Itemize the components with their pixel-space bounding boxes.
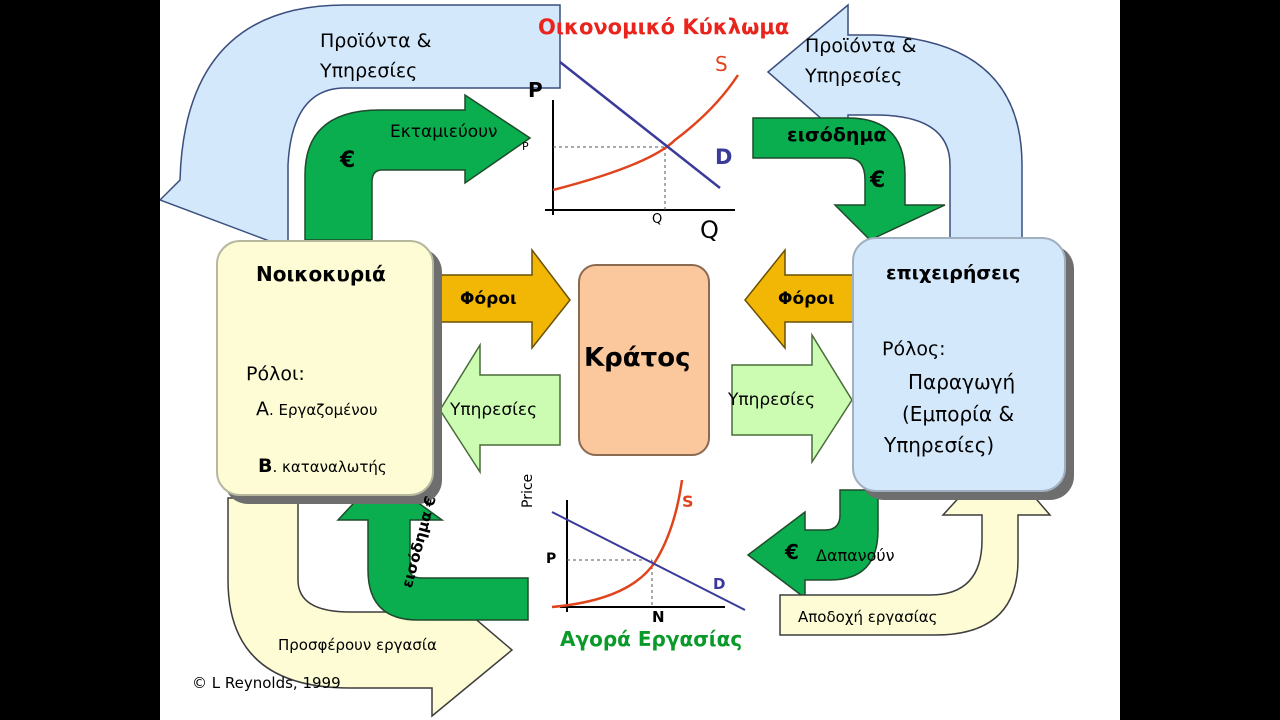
offer-labour-arrow (227, 497, 514, 718)
labour-eq-qty-label: N (652, 608, 665, 626)
product-demand-label: D (715, 145, 733, 169)
tax-arrow-right (744, 247, 856, 351)
businesses-title: επιχειρήσεις (886, 262, 1021, 284)
households-roles-label: Ρόλοι: (246, 363, 305, 385)
income-top-label: εισόδημα (787, 124, 887, 146)
role-b-text: . καταναλωτής (272, 458, 387, 476)
labour-market-title: Αγορά Εργασίας (560, 627, 743, 651)
income-arrow-top (752, 117, 946, 241)
diagram-canvas (160, 3, 1052, 718)
households-title: Νοικοκυριά (256, 262, 386, 286)
accept-labour-arrow (779, 453, 1052, 636)
products-left-line2: Υπηρεσίες (320, 60, 418, 82)
state-label: Κράτος (584, 343, 691, 373)
labour-demand-curve (551, 511, 746, 611)
businesses-role-label: Ρόλος: (882, 338, 946, 360)
product-eq-price-label: P (522, 140, 529, 153)
product-market-chart (545, 61, 740, 215)
euro-left-icon: € (340, 148, 356, 173)
euro-right-icon: € (870, 168, 886, 193)
labour-supply-label: S (682, 492, 694, 511)
diagram-title: Οικονομικό Κύκλωμα (538, 15, 790, 39)
businesses-box (852, 237, 1066, 492)
households-role-b: Β. καταναλωτής (258, 455, 387, 477)
labour-market-chart (551, 479, 746, 612)
businesses-role-line1: Παραγωγή (908, 370, 1016, 394)
spend-bottom-label: Δαπανούν (816, 546, 895, 565)
product-eq-qty-label: Q (652, 212, 663, 227)
services-arrow-left (439, 342, 561, 475)
households-role-a: Α. Εργαζομένου (256, 398, 378, 420)
offer-labour-label: Προσφέρουν εργασία (278, 636, 437, 654)
accept-labour-label: Αποδοχή εργασίας (798, 608, 938, 626)
labour-eq-price-label: P (546, 551, 557, 567)
services-left-label: Υπηρεσίες (450, 400, 538, 420)
labour-demand-label: D (713, 575, 726, 593)
tax-arrow-left (437, 247, 571, 351)
spend-bottom-euro-icon: € (785, 540, 799, 564)
products-left-line1: Προϊόντα & (320, 30, 432, 52)
labour-y-label: Price (520, 473, 536, 508)
products-right-line1: Προϊόντα & (805, 35, 917, 57)
products-right-line2: Υπηρεσίες (805, 65, 903, 87)
services-arrow-right (731, 332, 853, 465)
products-arrow-left (160, 4, 561, 250)
product-supply-label: S (715, 52, 728, 76)
businesses-role-line3: Υπηρεσίες) (884, 433, 995, 457)
services-right-label: Υπηρεσίες (728, 390, 816, 410)
taxes-left-label: Φόροι (460, 289, 517, 309)
copyright: © L Reynolds, 1999 (192, 674, 341, 692)
product-demand-curve (559, 61, 721, 189)
households-box (216, 240, 434, 496)
taxes-right-label: Φόροι (778, 289, 835, 309)
spend-top-label: Εκταμιεύουν (390, 122, 498, 142)
product-x-label: Q (700, 216, 719, 244)
products-arrow-right (766, 3, 1023, 241)
role-a-text: . Εργαζομένου (269, 401, 378, 419)
role-a-letter: Α (256, 398, 269, 420)
slide: Οικονομικό Κύκλωμα Προϊόντα & Υπηρεσίες … (160, 0, 1120, 720)
spend-arrow-bottom (746, 489, 879, 600)
labour-supply-curve (551, 479, 684, 609)
businesses-role-line2: (Εμπορία & (902, 402, 1015, 426)
product-y-label: P (528, 78, 543, 102)
state-box (578, 264, 710, 456)
product-supply-curve (552, 74, 740, 192)
spend-arrow-top (304, 93, 532, 241)
income-arrow-bottom (336, 474, 529, 621)
role-b-letter: Β (258, 455, 273, 477)
